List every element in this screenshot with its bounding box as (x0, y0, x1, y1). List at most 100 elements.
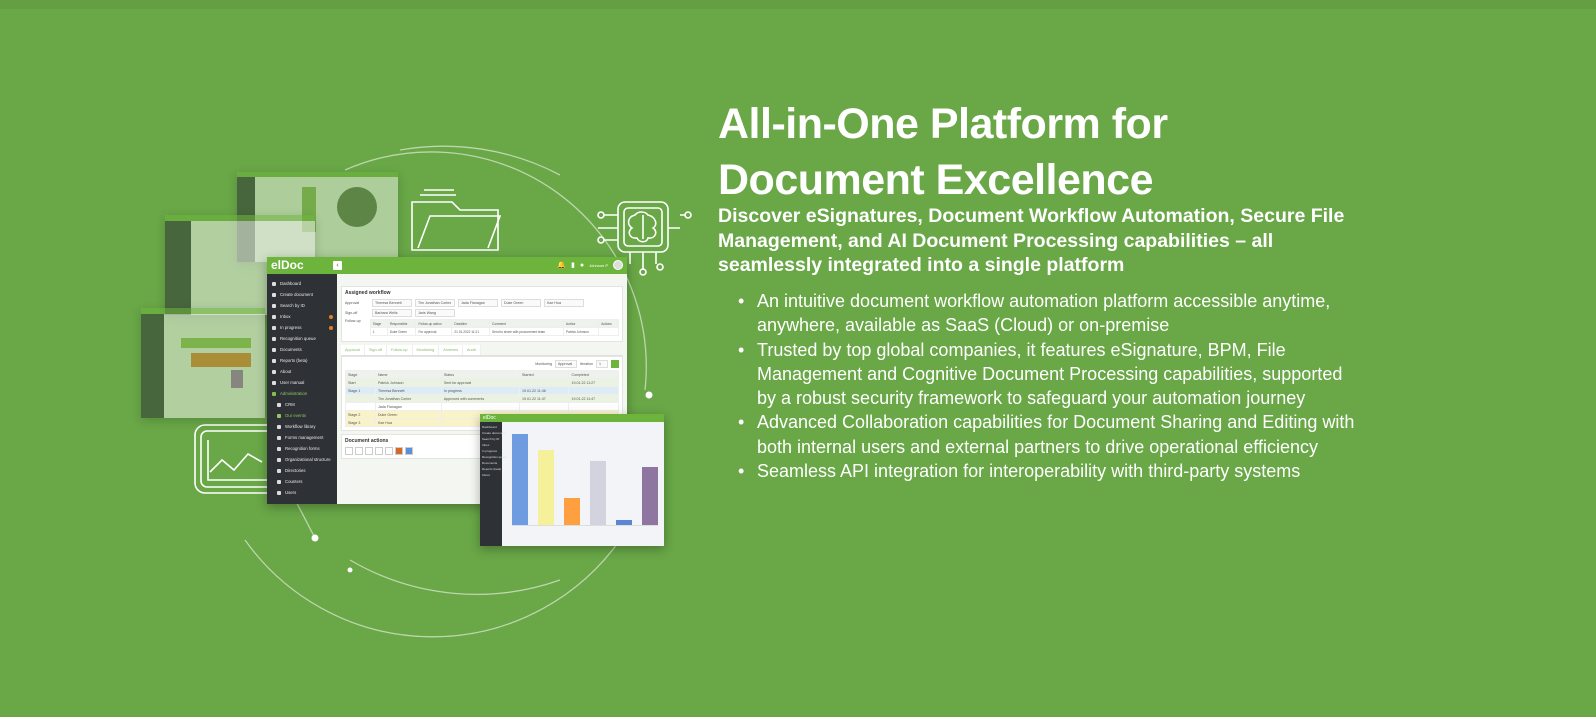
users-icon[interactable]: ● (579, 261, 585, 269)
chart-bar (512, 434, 528, 525)
sidebar-item-user-manual[interactable]: User manual (267, 377, 337, 388)
sidebar-item[interactable]: Create document (482, 431, 506, 435)
sidebar-item-reports[interactable]: Reports (beta) (267, 355, 337, 366)
form-icon (277, 435, 281, 440)
sidebar-item-inbox[interactable]: Inbox (267, 311, 337, 322)
user-chip[interactable]: Duke Green (501, 299, 541, 307)
field-label: Sign-off (345, 311, 358, 315)
field-label: Approval (345, 301, 360, 305)
column-header: Stage (369, 319, 388, 328)
column-header: Actions (598, 319, 619, 328)
cell: 19.01.22 11:47 (568, 394, 619, 403)
avatar[interactable] (613, 260, 623, 270)
refresh-button[interactable] (611, 360, 619, 368)
tab-follow-up[interactable]: Follow-up (387, 345, 413, 355)
user-chip[interactable]: Jada Flanagan (458, 299, 498, 307)
book-icon[interactable]: ▮ (571, 262, 575, 269)
sidebar-item-recognition-forms[interactable]: Recognition forms (267, 443, 337, 454)
sidebar-item-workflow-library[interactable]: Workflow library (267, 421, 337, 432)
collapse-sidebar-button[interactable]: ‹ (333, 261, 342, 270)
section-title: Assigned workflow (345, 290, 391, 296)
sidebar-item-forms-management[interactable]: Forms management (267, 432, 337, 443)
sidebar-item-dashboard[interactable]: Dashboard (267, 278, 337, 289)
sidebar-item[interactable]: Search by ID (482, 437, 500, 441)
sidebar-item-users[interactable]: Users (267, 487, 337, 498)
sidebar-item[interactable]: Inbox (482, 443, 490, 447)
org-icon (277, 457, 281, 462)
archive-button[interactable] (375, 447, 383, 455)
sidebar-item[interactable]: In progress (482, 449, 498, 453)
monitoring-select[interactable]: Approval (555, 360, 577, 368)
cell: Kae Hua (374, 418, 442, 427)
user-name[interactable]: Johnson P (589, 262, 608, 268)
bar-chart (512, 434, 658, 526)
grid-icon (277, 446, 281, 451)
tab-audit[interactable]: Audit (463, 345, 481, 355)
sidebar-item-directories[interactable]: Directories (267, 465, 337, 476)
app-logo: elDoc (483, 415, 496, 421)
cell: Send to share with procurement team (489, 327, 565, 336)
sidebar-item[interactable]: About (482, 473, 490, 477)
iteration-select[interactable]: 1 (596, 360, 608, 368)
user-chip[interactable]: Kae Hua (544, 299, 584, 307)
document-icon (272, 292, 276, 297)
sidebar-item-search[interactable]: Search by ID (267, 300, 337, 311)
sidebar-item-counters[interactable]: Counters (267, 476, 337, 487)
user-chip[interactable]: Barbara Wells (372, 309, 412, 317)
cell: Stage 2 (345, 410, 376, 419)
notification-badge (329, 325, 333, 330)
sidebar-item-recognition-queue[interactable]: Recognition queue (267, 333, 337, 344)
sidebar-item-about[interactable]: About (267, 366, 337, 377)
share-button[interactable] (405, 447, 413, 455)
cell: Start (345, 378, 376, 387)
sidebar-item-documents[interactable]: Documents (267, 344, 337, 355)
tab-annexes[interactable]: Annexes (439, 345, 464, 355)
print-button[interactable] (345, 447, 353, 455)
user-chip[interactable]: Theresa Bennett (372, 299, 412, 307)
folder-icon (411, 189, 502, 251)
chart-bar (590, 461, 606, 525)
sidebar-item[interactable]: Documents (482, 461, 498, 465)
info-icon (272, 369, 276, 374)
tab-sign-off[interactable]: Sign-off (365, 345, 388, 355)
cell: Patrick Johnson (374, 378, 442, 387)
stop-button[interactable] (385, 447, 393, 455)
notification-badge (329, 314, 333, 319)
cell: 19.01.22 11:47 (518, 394, 570, 403)
column-header: Stage (345, 370, 376, 379)
sidebar-item-in-progress[interactable]: In progress (267, 322, 337, 333)
column-header: Comment (489, 319, 565, 328)
field-label: Iteration (580, 362, 593, 366)
sidebar-item[interactable]: Recognition queue (482, 455, 508, 459)
lock-button[interactable] (365, 447, 373, 455)
app-logo: elDoc (271, 258, 304, 272)
directory-icon (277, 468, 281, 473)
sidebar-item-create-document[interactable]: Create document (267, 289, 337, 300)
sidebar-item-events[interactable]: Our events (267, 410, 337, 421)
copy-button[interactable] (355, 447, 363, 455)
events-icon (277, 413, 281, 418)
cell (568, 386, 619, 395)
user-chip[interactable]: Tim Jonathan Cortez (415, 299, 455, 307)
tab-approval[interactable]: Approval (341, 345, 365, 355)
sidebar-item-administration[interactable]: Administration (267, 388, 337, 399)
cell: Tim Jonathan Cortez (374, 394, 442, 403)
tab-monitoring[interactable]: Monitoring (412, 345, 440, 355)
edit-button[interactable] (395, 447, 403, 455)
sidebar-item[interactable]: Reports (beta) (482, 467, 502, 471)
feature-item: An intuitive document workflow automatio… (738, 289, 1358, 338)
feature-item: Seamless API integration for interoperab… (738, 459, 1358, 484)
table-row: Jada Flanagan (345, 402, 619, 411)
sidebar-item-org-structure[interactable]: Organizational structure (267, 454, 337, 465)
bell-icon[interactable]: 🔔 (557, 262, 566, 269)
user-chip[interactable]: Jaris Wang (415, 309, 455, 317)
sidebar-item[interactable]: Dashboard (482, 425, 497, 429)
column-header: Started (518, 370, 570, 379)
sidebar-item-crm[interactable]: CRM (267, 399, 337, 410)
chart-bar (616, 520, 632, 525)
